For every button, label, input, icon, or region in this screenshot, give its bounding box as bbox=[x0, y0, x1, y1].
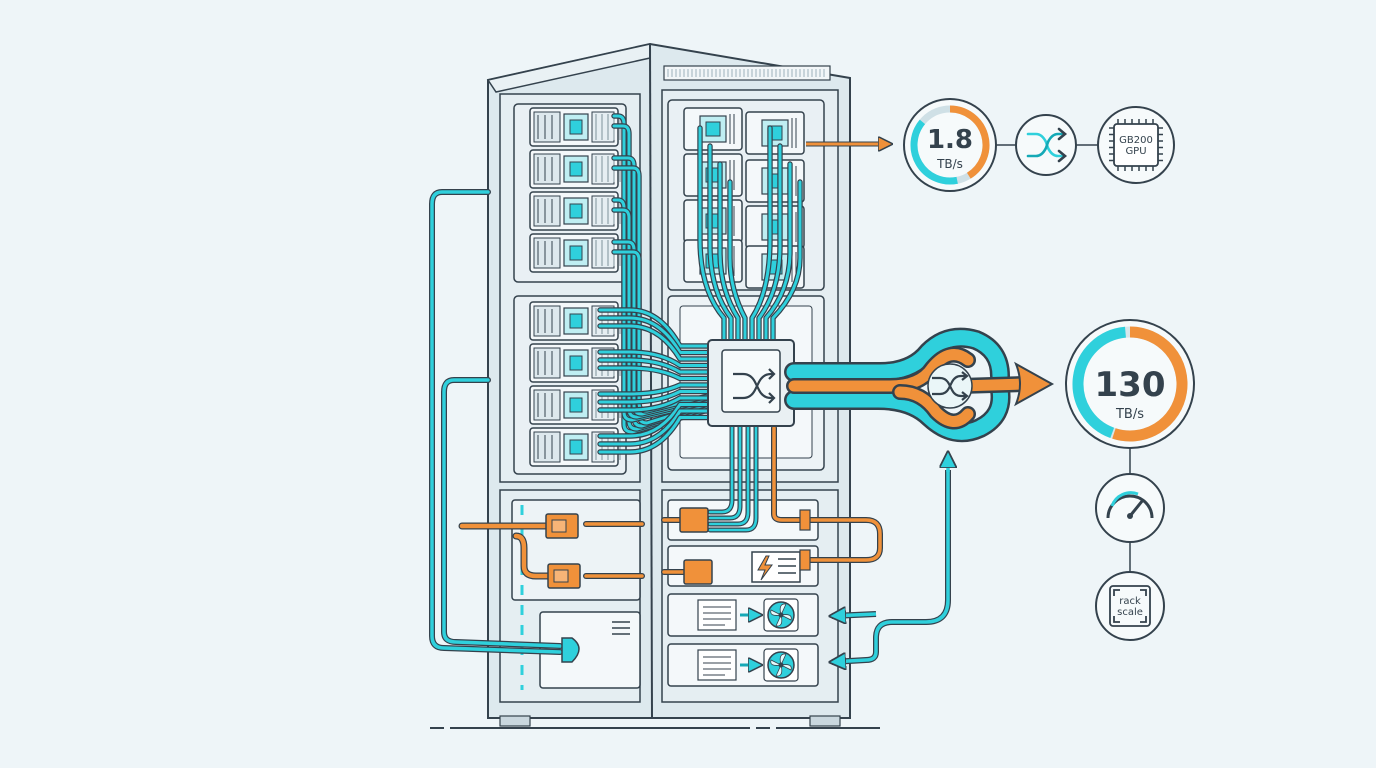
external-cyan-loop bbox=[429, 189, 563, 655]
compute-tray bbox=[529, 149, 621, 189]
gpu-chip-model: GB200 bbox=[1119, 135, 1153, 146]
flow-shuffle-badge bbox=[927, 363, 973, 409]
gpu-chip-badge: GB200 GPU bbox=[1097, 106, 1175, 184]
rack-scale-line1: rack bbox=[1119, 596, 1141, 607]
performance-badge bbox=[1095, 473, 1165, 543]
power-connectors bbox=[545, 507, 811, 589]
power-cables bbox=[458, 425, 883, 580]
nvlink-cable-bundle bbox=[597, 113, 803, 533]
fan-unit-top bbox=[697, 598, 799, 632]
gpu-node bbox=[745, 111, 805, 155]
compute-tray bbox=[529, 343, 621, 383]
fan-unit-bottom bbox=[697, 648, 799, 682]
fan-icon bbox=[767, 601, 795, 629]
lightning-icon bbox=[757, 555, 773, 581]
compute-tray bbox=[529, 107, 621, 147]
aggregate-flow-arrow bbox=[784, 327, 1032, 443]
gpu-chip-type: GPU bbox=[1125, 146, 1146, 157]
fan-inlet-cables bbox=[832, 454, 948, 662]
gpu-node bbox=[745, 205, 805, 249]
gpu-node bbox=[745, 159, 805, 203]
fan-icon bbox=[767, 651, 795, 679]
compute-tray bbox=[529, 191, 621, 231]
rack-scale-line2: scale bbox=[1117, 607, 1143, 618]
nvlink-bandwidth-value: 1.8 bbox=[927, 125, 973, 155]
gauge-icon bbox=[1106, 491, 1154, 519]
cyan-plug-connector bbox=[561, 637, 580, 663]
gpu-node bbox=[683, 199, 743, 243]
shuffle-icon bbox=[932, 371, 969, 401]
rack-scale-badge: rack scale bbox=[1095, 571, 1165, 641]
shuffle-icon bbox=[1026, 127, 1068, 163]
link-shuffle-badge bbox=[1015, 114, 1077, 176]
nvlink-bandwidth-badge: 1.8 TB/s bbox=[903, 98, 997, 192]
compute-tray bbox=[529, 233, 621, 273]
flow-arrowhead bbox=[1014, 361, 1055, 407]
shuffle-icon bbox=[733, 368, 776, 404]
vent-grille bbox=[667, 69, 825, 77]
gpu-node bbox=[683, 153, 743, 197]
aggregate-bandwidth-value: 130 bbox=[1095, 365, 1166, 405]
power-module bbox=[751, 551, 801, 583]
expand-corners-icon bbox=[1109, 585, 1151, 627]
gpu-node bbox=[683, 107, 743, 151]
chip-icon bbox=[1109, 119, 1163, 171]
compute-tray bbox=[529, 301, 621, 341]
aggregate-bandwidth-badge: 130 TB/s bbox=[1065, 319, 1195, 449]
nvlink-bandwidth-unit: TB/s bbox=[936, 157, 963, 171]
nvlink-switch-chip bbox=[707, 339, 795, 427]
aggregate-bandwidth-unit: TB/s bbox=[1115, 407, 1144, 422]
